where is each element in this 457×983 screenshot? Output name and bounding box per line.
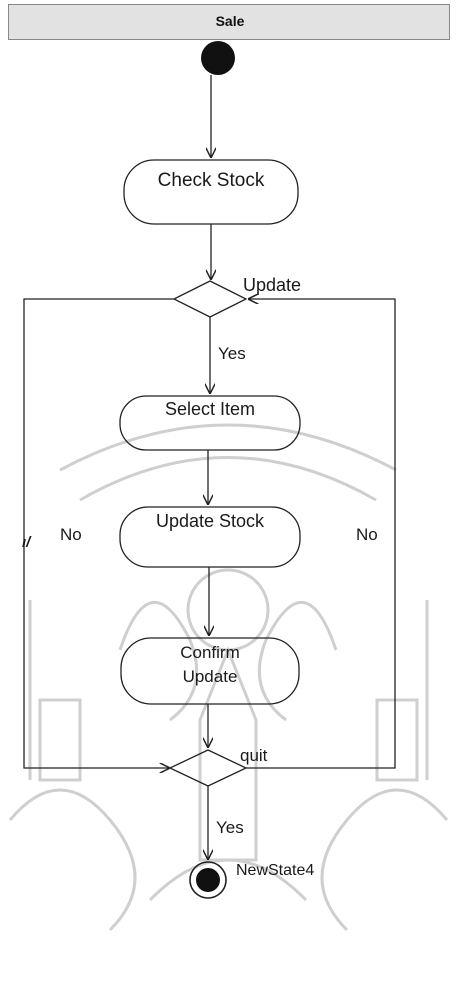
label-update: Update	[243, 275, 302, 295]
label-quit: quit	[240, 746, 268, 765]
final-node-ring	[189, 861, 227, 899]
swimlane-header: Sale	[8, 4, 450, 40]
state-check-stock-label: Check Stock	[157, 170, 265, 191]
label-yes-bottom: Yes	[216, 818, 244, 837]
decision-quit	[168, 749, 248, 787]
label-no-left: No	[60, 525, 82, 544]
label-yes-top: Yes	[218, 344, 246, 363]
decision-update	[172, 280, 248, 318]
state-confirm-update	[120, 637, 300, 705]
state-confirm-update-label-2: Update	[182, 667, 238, 686]
edge-no-right-loop	[246, 299, 396, 769]
state-update-stock	[119, 506, 301, 568]
state-confirm-update-label-1: Confirm	[180, 643, 240, 662]
state-select-item	[119, 395, 301, 451]
margin-mark: ı/	[22, 534, 31, 551]
initial-node	[201, 41, 235, 75]
edge-no-left-loop	[23, 298, 174, 768]
swimlane-title: Sale	[215, 13, 245, 29]
state-update-stock-label: Update Stock	[155, 511, 265, 531]
label-final-state: NewState4	[236, 862, 315, 879]
final-node-core	[196, 868, 220, 892]
state-select-item-label: Select Item	[164, 399, 256, 419]
label-no-right: No	[356, 525, 378, 544]
